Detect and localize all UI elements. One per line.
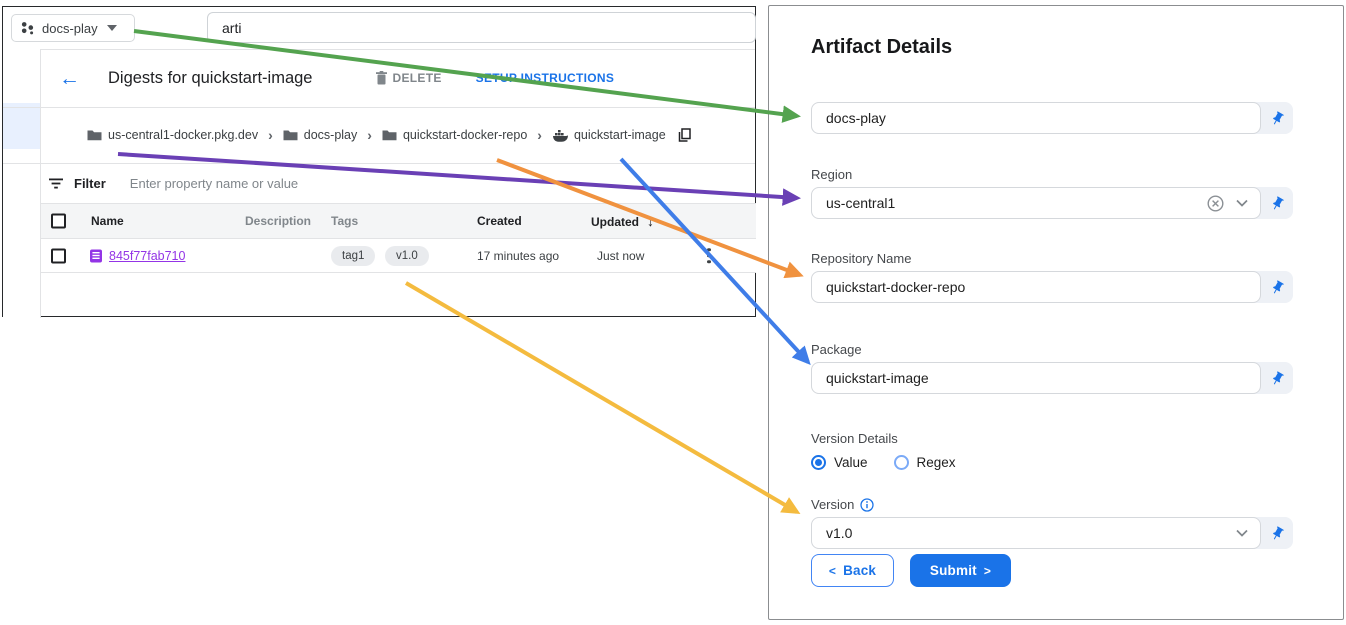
radio-value[interactable]: Value (811, 455, 868, 470)
pushpin-icon (1272, 110, 1284, 124)
radio-selected-icon (811, 455, 826, 470)
package-field: Package quickstart-image (811, 342, 1293, 394)
breadcrumb-item-repository[interactable]: quickstart-docker-repo (382, 128, 527, 142)
chevron-down-icon[interactable] (1236, 199, 1248, 207)
pin-button[interactable] (1261, 517, 1293, 549)
version-details-group: Version Details Value Regex (811, 431, 1293, 470)
package-input[interactable]: quickstart-image (811, 362, 1261, 394)
project-field: docs-play (811, 102, 1293, 134)
back-arrow-button[interactable]: ← (59, 66, 80, 90)
filter-bar[interactable]: Filter Enter property name or value (41, 163, 757, 203)
copy-icon[interactable] (678, 128, 691, 142)
version-details-label: Version Details (811, 431, 898, 446)
clear-icon[interactable] (1207, 194, 1224, 212)
trash-icon (375, 71, 387, 85)
setup-instructions-button[interactable]: SETUP INSTRUCTIONS (475, 71, 615, 85)
pin-button[interactable] (1261, 102, 1293, 134)
breadcrumb-separator: › (268, 127, 273, 143)
pin-button[interactable] (1261, 362, 1293, 394)
back-button[interactable]: < Back (811, 554, 894, 587)
search-input-value: arti (222, 19, 242, 36)
region-label: Region (811, 167, 853, 182)
filter-label: Filter (74, 175, 106, 191)
column-header-name[interactable]: Name (91, 214, 124, 228)
updated-cell: Just now (597, 248, 645, 263)
chevron-left-icon: < (828, 563, 837, 578)
breadcrumb-item-host[interactable]: us-central1-docker.pkg.dev (87, 128, 258, 142)
pin-button[interactable] (1261, 187, 1293, 219)
chevron-down-icon (106, 25, 117, 31)
column-header-description: Description (245, 214, 312, 228)
row-checkbox[interactable] (51, 248, 66, 263)
folder-icon (87, 130, 102, 141)
column-header-tags: Tags (331, 214, 359, 228)
version-field: Version v1.0 (811, 497, 1293, 549)
column-header-created[interactable]: Created (477, 214, 522, 228)
table-header: Name Description Tags Created Updated↓ (41, 203, 756, 239)
project-input[interactable]: docs-play (811, 102, 1261, 134)
breadcrumb-item-package[interactable]: quickstart-image (552, 128, 666, 142)
breadcrumb-separator: › (367, 127, 372, 143)
sort-descending-icon: ↓ (647, 213, 654, 229)
created-cell: 17 minutes ago (477, 248, 560, 263)
digest-link[interactable]: 845f77fab710 (109, 248, 186, 263)
chevron-right-icon: > (983, 563, 992, 578)
filter-placeholder: Enter property name or value (129, 175, 299, 191)
info-icon[interactable] (860, 497, 875, 512)
submit-button[interactable]: Submit > (910, 554, 1011, 587)
repository-field: Repository Name quickstart-docker-repo (811, 251, 1293, 303)
project-icon (21, 22, 34, 35)
container-image-icon (552, 129, 568, 142)
search-input[interactable]: arti (207, 12, 756, 43)
column-header-updated[interactable]: Updated↓ (591, 213, 654, 229)
select-all-checkbox[interactable] (51, 213, 66, 229)
delete-button[interactable]: DELETE (375, 71, 442, 85)
project-selector[interactable]: docs-play (11, 14, 135, 42)
tag-pill: tag1 (331, 245, 376, 266)
chevron-down-icon[interactable] (1236, 529, 1248, 537)
console-topbar: docs-play arti (3, 7, 756, 49)
breadcrumb: us-central1-docker.pkg.dev › docs-play ›… (41, 107, 757, 163)
pushpin-icon (1272, 195, 1284, 209)
radio-unselected-icon (893, 455, 909, 470)
project-selector-label: docs-play (42, 20, 98, 36)
row-overflow-menu[interactable] (703, 244, 715, 268)
form-actions: < Back Submit > (811, 554, 1011, 587)
nav-column (3, 49, 41, 318)
console-window: docs-play arti ← Digests for quickstart-… (2, 6, 757, 318)
folder-icon (283, 130, 298, 141)
breadcrumb-item-project[interactable]: docs-play (283, 128, 357, 142)
pushpin-icon (1272, 279, 1284, 293)
repository-input[interactable]: quickstart-docker-repo (811, 271, 1261, 303)
artifact-details-panel: Artifact Details docs-play Region us-cen… (768, 5, 1344, 620)
version-arrow (404, 281, 801, 515)
delete-label: DELETE (392, 71, 442, 85)
digest-icon (90, 249, 102, 262)
panel-title: Artifact Details (811, 36, 953, 58)
table-row: 845f77fab710 tag1 v1.0 17 minutes ago Ju… (41, 239, 756, 273)
page-title: Digests for quickstart-image (108, 68, 313, 87)
region-input[interactable]: us-central1 (811, 187, 1261, 219)
version-input[interactable]: v1.0 (811, 517, 1261, 549)
version-label: Version (811, 497, 855, 512)
region-field: Region us-central1 (811, 167, 1293, 219)
page-header: ← Digests for quickstart-image DELETE SE… (41, 49, 757, 107)
breadcrumb-separator: › (537, 127, 542, 143)
folder-icon (382, 130, 397, 141)
pushpin-icon (1272, 525, 1284, 539)
package-label: Package (811, 342, 862, 357)
tag-pill: v1.0 (385, 245, 429, 266)
pushpin-icon (1272, 370, 1284, 384)
radio-regex[interactable]: Regex (893, 455, 956, 470)
filter-icon (49, 178, 63, 188)
nav-selected-highlight (3, 103, 40, 149)
repository-label: Repository Name (811, 251, 912, 266)
pin-button[interactable] (1261, 271, 1293, 303)
